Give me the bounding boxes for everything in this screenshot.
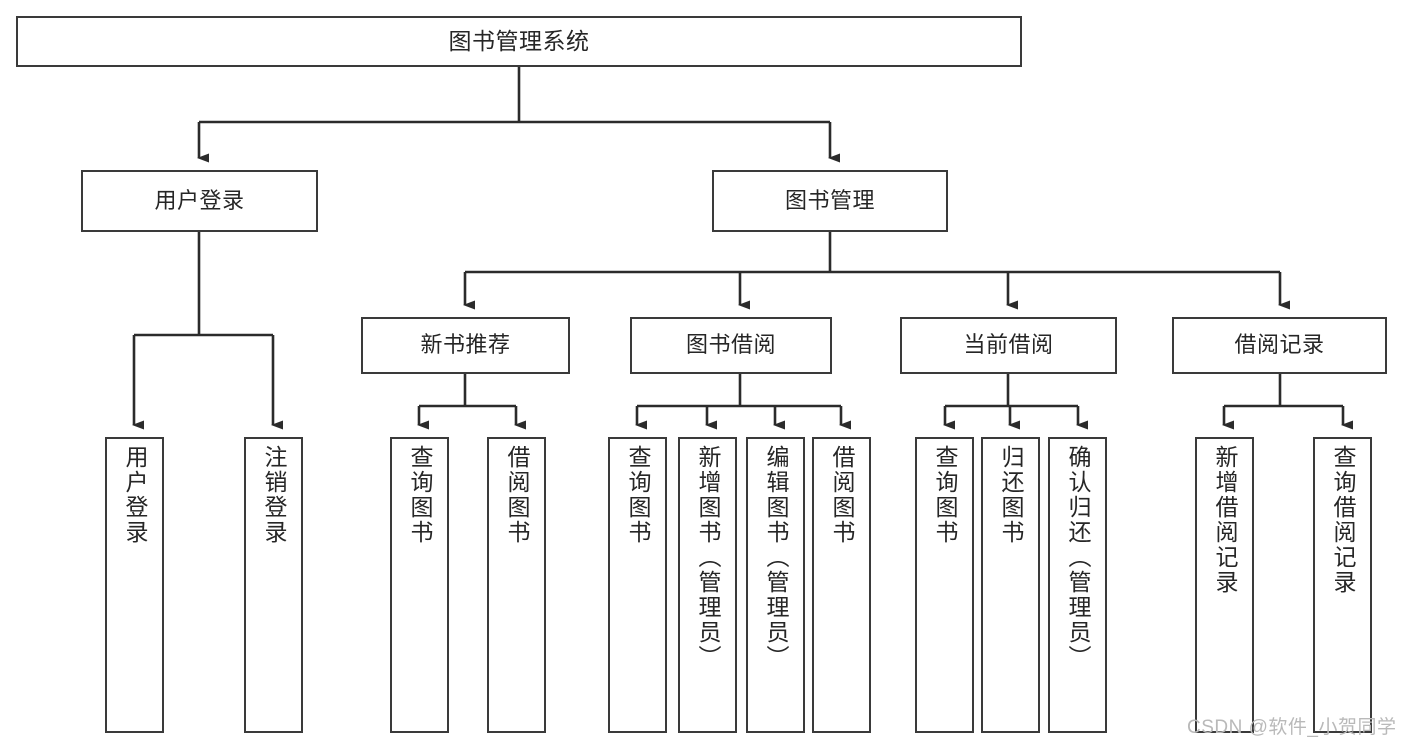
leaf-borrow-query[interactable]: 查询图书 [608, 437, 667, 733]
node-label: 借阅图书 [504, 445, 530, 545]
node-label: 编辑图书（管理员） [763, 445, 789, 670]
leaf-borrow-edit-book[interactable]: 编辑图书（管理员） [746, 437, 805, 733]
node-book-management[interactable]: 图书管理 [712, 170, 948, 232]
node-label: 用户登录 [122, 445, 148, 545]
leaf-current-confirm-return[interactable]: 确认归还（管理员） [1048, 437, 1107, 733]
node-label: 新增图书（管理员） [695, 445, 721, 670]
node-label: 查询借阅记录 [1330, 445, 1356, 595]
node-label: 新书推荐 [420, 332, 511, 358]
node-label: 查询图书 [932, 445, 958, 545]
node-label: 当前借阅 [963, 332, 1054, 358]
leaf-borrow-book[interactable]: 借阅图书 [812, 437, 871, 733]
node-label: 借阅图书 [829, 445, 855, 545]
node-label: 确认归还（管理员） [1065, 445, 1091, 670]
node-label: 注销登录 [261, 445, 287, 545]
node-label: 借阅记录 [1234, 332, 1325, 358]
node-label: 用户登录 [154, 187, 245, 213]
node-borrow-records[interactable]: 借阅记录 [1172, 317, 1387, 374]
leaf-records-query[interactable]: 查询借阅记录 [1313, 437, 1372, 733]
leaf-logout[interactable]: 注销登录 [244, 437, 303, 733]
node-label: 图书管理 [784, 187, 875, 213]
node-current-borrow[interactable]: 当前借阅 [900, 317, 1117, 374]
watermark: CSDN @软件_小贺同学 [1187, 717, 1397, 738]
node-label: 归还图书 [998, 445, 1024, 545]
leaf-user-login[interactable]: 用户登录 [105, 437, 164, 733]
leaf-newbook-query[interactable]: 查询图书 [390, 437, 449, 733]
leaf-records-add[interactable]: 新增借阅记录 [1195, 437, 1254, 733]
node-label: 新增借阅记录 [1212, 445, 1238, 595]
node-book-borrow[interactable]: 图书借阅 [630, 317, 832, 374]
node-label: 查询图书 [625, 445, 651, 545]
leaf-borrow-add-book[interactable]: 新增图书（管理员） [678, 437, 737, 733]
leaf-current-query[interactable]: 查询图书 [915, 437, 974, 733]
node-label: 图书管理系统 [448, 27, 590, 54]
node-label: 图书借阅 [685, 332, 776, 358]
node-label: 查询图书 [407, 445, 433, 545]
node-user-login[interactable]: 用户登录 [81, 170, 318, 232]
leaf-current-return[interactable]: 归还图书 [981, 437, 1040, 733]
leaf-newbook-borrow[interactable]: 借阅图书 [487, 437, 546, 733]
node-new-book-recommend[interactable]: 新书推荐 [361, 317, 570, 374]
node-root-system[interactable]: 图书管理系统 [16, 16, 1022, 67]
